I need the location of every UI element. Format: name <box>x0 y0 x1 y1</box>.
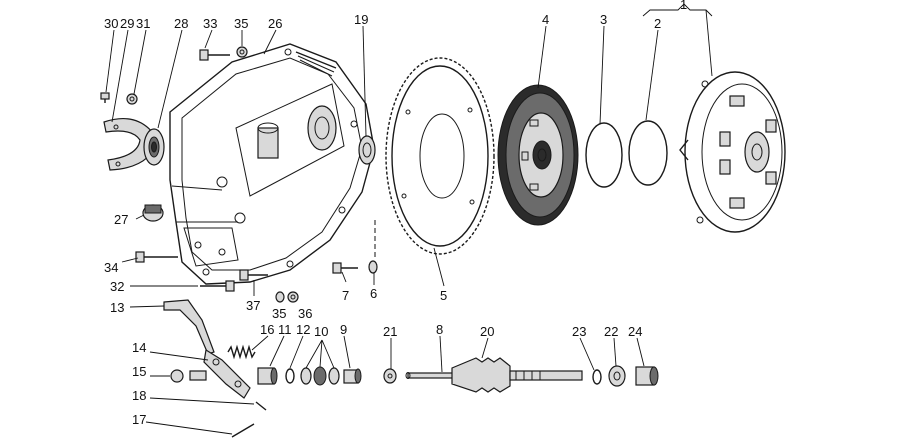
callout-33: 33 <box>203 16 217 31</box>
callout-15: 15 <box>132 364 146 379</box>
part-9-pad <box>343 368 362 384</box>
part-28-bearing <box>143 128 165 166</box>
callout-36: 36 <box>298 306 312 321</box>
part-27-plug <box>142 204 164 222</box>
callout-31: 31 <box>136 16 150 31</box>
part-18-pin <box>255 401 267 411</box>
callout-27: 27 <box>114 212 128 227</box>
part-3-ring <box>585 122 623 188</box>
part-7-bolt <box>332 262 358 274</box>
part-19-seal <box>358 135 376 165</box>
callout-35-top: 35 <box>234 16 248 31</box>
part-6-washer <box>368 260 378 274</box>
part-12-washer <box>285 368 295 384</box>
part-22-bearing <box>608 365 626 387</box>
callout-8: 8 <box>436 322 443 337</box>
callout-26: 26 <box>268 16 282 31</box>
part-13-lever <box>163 299 215 355</box>
part-11-bushing <box>257 367 278 385</box>
part-21-washer <box>383 368 397 384</box>
callout-22: 22 <box>604 324 618 339</box>
callout-20: 20 <box>480 324 494 339</box>
part-30-bolt <box>100 92 110 103</box>
callout-10: 10 <box>314 324 328 339</box>
callout-30: 30 <box>104 16 118 31</box>
callout-3: 3 <box>600 12 607 27</box>
part-24-nut <box>635 366 659 386</box>
callout-29: 29 <box>120 16 134 31</box>
callout-labels: 30 29 31 28 33 35 26 19 4 3 2 1 27 34 32… <box>104 0 687 427</box>
callout-11: 11 <box>278 322 292 337</box>
callout-1: 1 <box>680 0 687 12</box>
callout-34: 34 <box>104 260 118 275</box>
callout-37: 37 <box>246 298 260 313</box>
callout-21: 21 <box>383 324 397 339</box>
part-20-shaft <box>451 357 583 393</box>
part-17-pin <box>231 423 255 438</box>
part-15-fastener <box>170 369 207 383</box>
part-14-lever <box>203 349 251 399</box>
part-16-spring <box>227 344 256 360</box>
part-37-bolt <box>239 269 268 281</box>
part-31-nut <box>126 93 138 105</box>
callout-7: 7 <box>342 288 349 303</box>
part-35-washer <box>275 291 285 303</box>
part-32-bolt <box>200 280 235 292</box>
leader-lines <box>105 3 713 435</box>
part-35-top-washer <box>236 46 248 58</box>
callout-14: 14 <box>132 340 146 355</box>
part-2-ring <box>628 120 668 186</box>
part-10-bearing-set <box>300 366 340 386</box>
part-1-pressure-plate <box>679 71 786 233</box>
callout-19: 19 <box>354 12 368 27</box>
callout-23: 23 <box>572 324 586 339</box>
part-29-plate <box>103 118 159 171</box>
callout-12: 12 <box>296 322 310 337</box>
part-26-bell-housing <box>169 43 375 285</box>
part-5-flywheel <box>385 57 495 255</box>
part-4-clutch-disc <box>497 84 579 226</box>
callout-2: 2 <box>654 16 661 31</box>
callout-35-bottom: 35 <box>272 306 286 321</box>
callout-16: 16 <box>260 322 274 337</box>
part-34-bolt <box>135 251 178 263</box>
part-33-bolt <box>199 49 230 61</box>
callout-28: 28 <box>174 16 188 31</box>
callout-13: 13 <box>110 300 124 315</box>
part-23-circlip <box>592 369 602 385</box>
callout-9: 9 <box>340 322 347 337</box>
callout-17: 17 <box>132 412 146 427</box>
part-36-nut <box>287 291 299 303</box>
callout-24: 24 <box>628 324 642 339</box>
callout-32: 32 <box>110 279 124 294</box>
callout-4: 4 <box>542 12 549 27</box>
callout-6: 6 <box>370 286 377 301</box>
callout-5: 5 <box>440 288 447 303</box>
callout-18: 18 <box>132 388 146 403</box>
